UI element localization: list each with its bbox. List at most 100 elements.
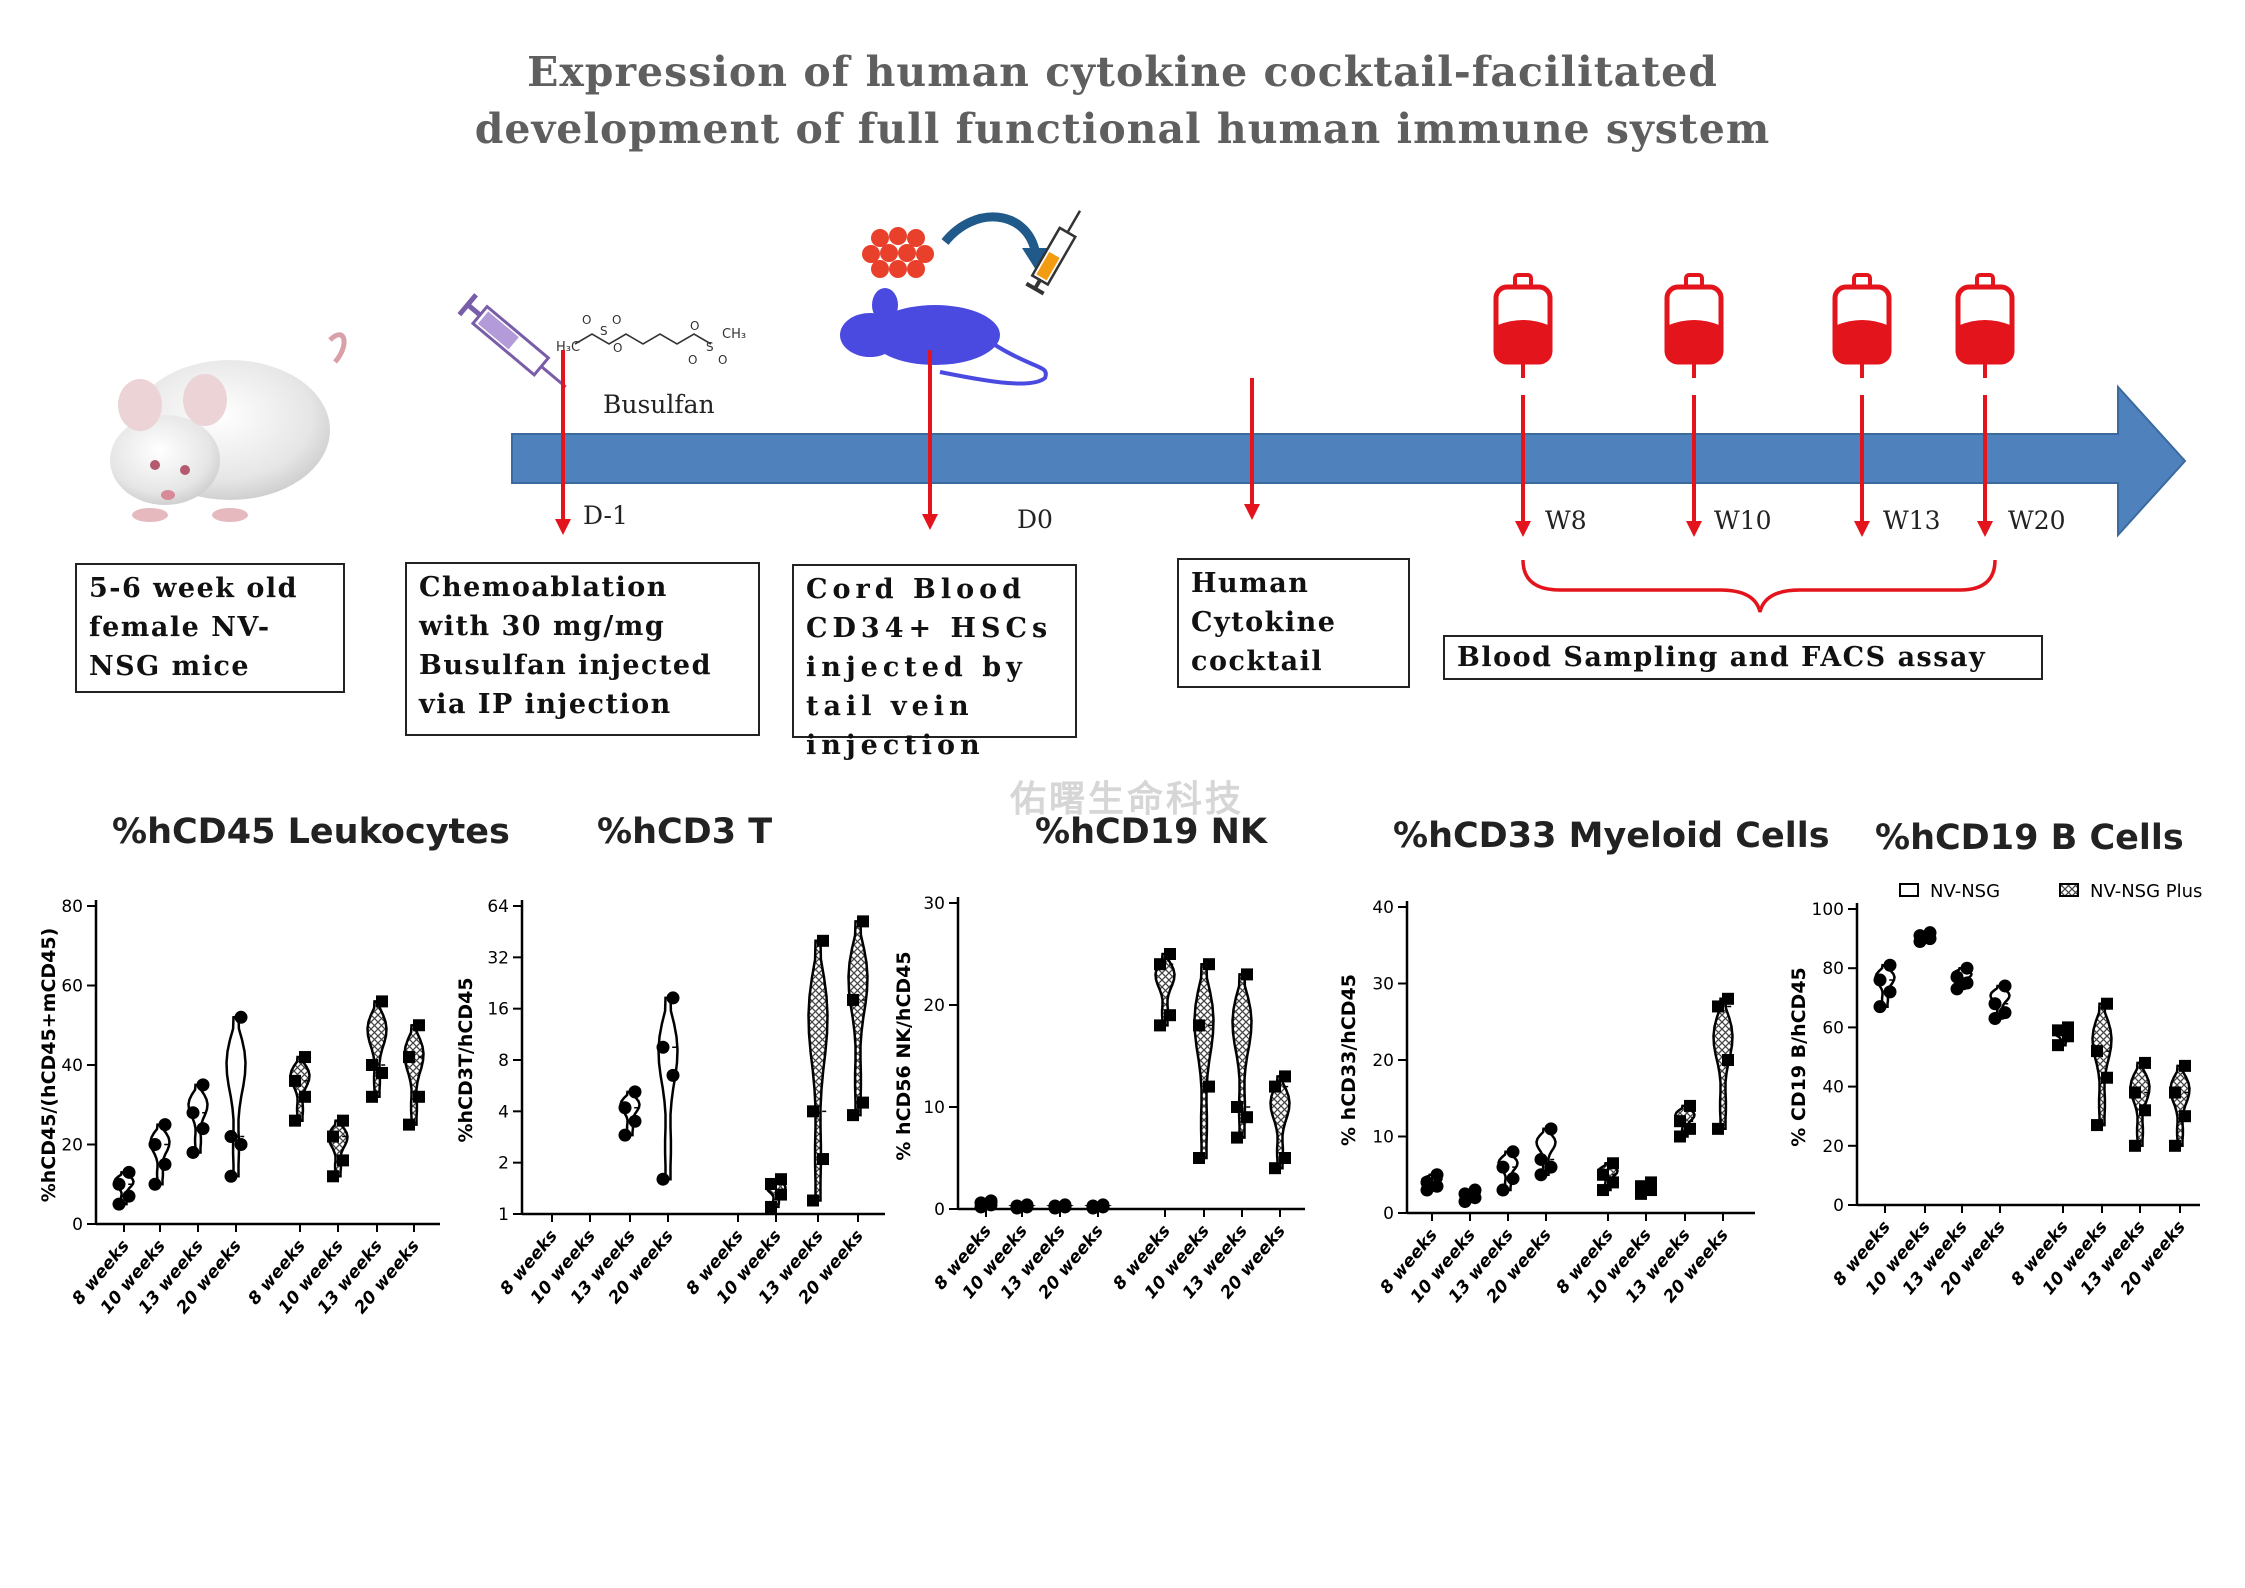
red-arrow-head-3	[1515, 521, 1531, 537]
violin	[847, 920, 869, 1117]
svg-text:CH₃: CH₃	[722, 327, 746, 342]
data-point	[2052, 1039, 2064, 1052]
y-tick-label: 60	[1822, 1018, 1844, 1038]
y-tick-label: 80	[1822, 959, 1844, 979]
data-point	[112, 1177, 126, 1191]
y-axis-label: %hCD45/(hCD45+mCD45)	[38, 928, 60, 1203]
injection-syringe-icon	[1025, 210, 1082, 296]
data-point	[1506, 1172, 1520, 1186]
blood-bag-icon	[1955, 273, 2015, 378]
y-tick-label: 64	[487, 897, 509, 917]
legend-swatch-open	[1899, 883, 1919, 897]
week-label-w20: W20	[2008, 506, 2066, 535]
data-point	[1496, 1183, 1510, 1197]
data-point	[656, 1172, 670, 1186]
red-arrow-head-4	[1686, 521, 1702, 537]
data-point	[1597, 1168, 1609, 1181]
data-point	[2091, 1045, 2103, 1058]
data-point	[1154, 1019, 1166, 1032]
svg-text:O: O	[612, 313, 621, 327]
data-point	[2179, 1110, 2191, 1123]
data-point	[1010, 1199, 1024, 1213]
data-point	[857, 1096, 869, 1109]
y-tick-label: 0	[72, 1215, 83, 1235]
y-tick-label: 0	[1383, 1204, 1394, 1224]
data-point	[1674, 1115, 1686, 1128]
data-point	[765, 1177, 777, 1190]
violin	[366, 1000, 388, 1099]
data-point	[1241, 1111, 1253, 1124]
data-point	[1950, 970, 1964, 984]
data-point	[196, 1078, 210, 1092]
data-point	[1203, 958, 1215, 971]
data-point	[775, 1188, 787, 1201]
blood-bag-fill-0	[1498, 320, 1548, 360]
data-point	[666, 1068, 680, 1082]
data-point	[337, 1114, 349, 1127]
data-point	[1458, 1187, 1472, 1201]
data-point	[289, 1074, 301, 1087]
svg-text:O: O	[582, 313, 591, 327]
y-tick-label: 8	[498, 1051, 509, 1071]
y-axis-label: % hCD33/hCD45	[1338, 974, 1360, 1146]
data-point	[1712, 1122, 1724, 1135]
data-point	[847, 1109, 859, 1122]
data-point	[1950, 982, 1964, 996]
cell-cluster-icon	[862, 227, 934, 278]
blood-bag-fill-1	[1669, 320, 1719, 360]
data-point	[628, 1085, 642, 1099]
data-point	[234, 1138, 248, 1151]
data-point	[1635, 1180, 1647, 1193]
blue-mouse-icon	[840, 288, 1048, 386]
data-point	[376, 995, 388, 1008]
blood-bag-fill-2	[1837, 320, 1887, 360]
data-point	[765, 1200, 777, 1213]
chart-title-hcd3: %hCD3 T	[597, 812, 773, 852]
data-point	[2062, 1021, 2074, 1034]
violin	[289, 1055, 311, 1122]
data-point	[1269, 1162, 1281, 1175]
violin	[2169, 1064, 2191, 1148]
data-point	[2101, 1071, 2113, 1084]
data-point	[775, 1173, 787, 1186]
figure-title: Expression of human cytokine cocktail-fa…	[0, 44, 2245, 158]
data-point	[666, 991, 680, 1005]
title-line-1: Expression of human cytokine cocktail-fa…	[527, 48, 1718, 96]
data-point	[2169, 1086, 2181, 1099]
violin	[657, 996, 679, 1181]
data-point	[1164, 948, 1176, 960]
data-point	[413, 1090, 425, 1103]
data-point	[1164, 1009, 1176, 1022]
data-point	[1988, 1012, 2002, 1026]
white-mouse-image	[110, 332, 347, 522]
week-label-w10: W10	[1714, 506, 1772, 535]
data-point	[1988, 997, 2002, 1011]
violin	[149, 1123, 171, 1186]
blood-bag-icon	[1664, 273, 1724, 378]
data-point	[1496, 1160, 1510, 1174]
svg-text:O: O	[718, 353, 727, 367]
data-point	[1420, 1175, 1434, 1189]
data-point	[2052, 1024, 2064, 1037]
data-point	[1684, 1122, 1696, 1135]
legend-swatch-hatched	[2059, 883, 2079, 897]
data-point	[299, 1090, 311, 1103]
data-point	[2139, 1056, 2151, 1069]
data-point	[2169, 1139, 2181, 1152]
data-point	[1607, 1157, 1619, 1170]
watermark: 佑曙生命科技	[1010, 779, 1245, 820]
data-point	[1154, 958, 1166, 971]
y-axis-label: % CD19 B/hCD45	[1788, 967, 1810, 1147]
svg-text:O: O	[688, 353, 697, 367]
data-point	[1231, 1131, 1243, 1144]
data-point	[1722, 1054, 1734, 1066]
box-cord-blood: Cord Blood CD34+ HSCs injected by tail v…	[792, 564, 1077, 761]
data-point	[1279, 1070, 1291, 1083]
y-tick-label: 40	[1372, 898, 1394, 918]
svg-text:S: S	[706, 340, 714, 354]
